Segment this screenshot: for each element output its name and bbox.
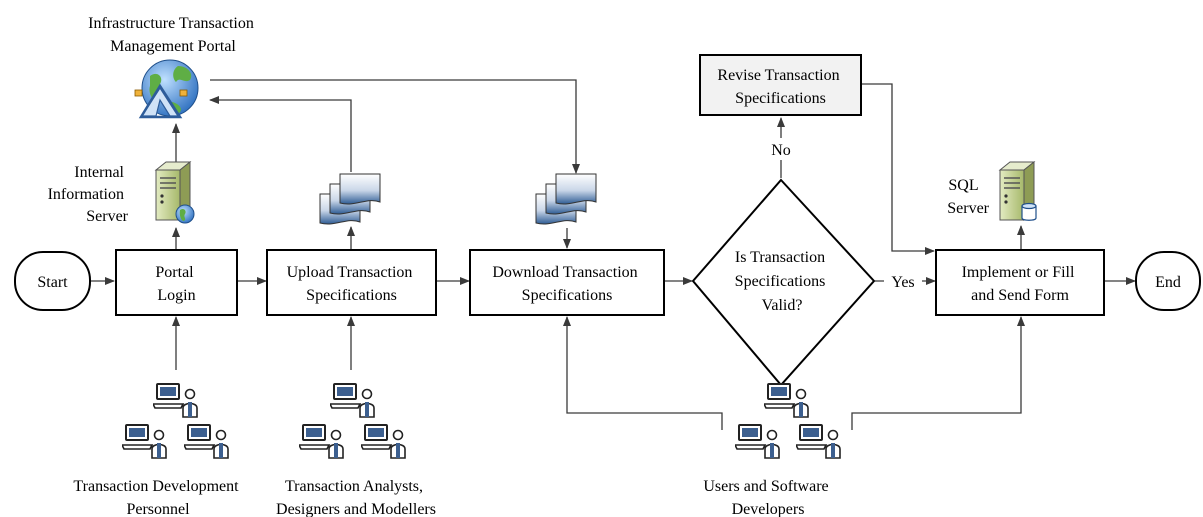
internal-server-label: Internal Information Server xyxy=(48,164,129,225)
sql-server-icon xyxy=(999,161,1037,221)
revise-box: Revise Transaction Specifications xyxy=(699,54,862,116)
connectors xyxy=(91,79,1136,430)
user-workstation-icon xyxy=(153,383,198,418)
svg-text:Download Transaction Spe: Download Transaction Specifications xyxy=(492,264,641,304)
edge-users-to-implement xyxy=(851,316,1025,430)
download-box: Download Transaction Specifications xyxy=(469,249,665,316)
download-line-2: Specifications xyxy=(522,287,613,304)
internal-server-icon xyxy=(155,161,195,224)
portal-login-box: Portal Login xyxy=(115,249,238,316)
dev-personnel-label: Transaction Development Personnel xyxy=(73,478,242,517)
svg-text:Upload Transaction Speci: Upload Transaction Specifications xyxy=(287,264,417,304)
user-workstation-icon xyxy=(764,383,809,418)
edge-portal-to-downloaddoc xyxy=(210,79,580,174)
start-label: Start xyxy=(37,274,68,291)
decision-diamond: Is Transaction Specifications Valid? xyxy=(691,178,876,387)
upload-box: Upload Transaction Specifications xyxy=(266,249,437,316)
portal-title: Infrastructure Transaction Management Po… xyxy=(88,15,258,55)
user-workstation-icon xyxy=(122,424,167,459)
yes-label-bg xyxy=(884,272,922,292)
users-developers-group xyxy=(735,383,841,459)
implement-box: Implement or Fill and Send Form xyxy=(935,249,1105,316)
svg-text:Implement or Fill and Se: Implement or Fill and Send Form xyxy=(962,264,1079,304)
end-label: End xyxy=(1155,274,1181,291)
no-edge-label: No xyxy=(771,142,791,159)
user-workstation-icon xyxy=(184,424,229,459)
upload-line-1: Upload Transaction xyxy=(287,264,413,281)
analysts-label: Transaction Analysts, Designers and Mode… xyxy=(276,478,436,517)
globe-portal-icon xyxy=(134,59,199,119)
decision-line-2: Specifications xyxy=(735,273,826,290)
svg-text:Revise Transaction Speci: Revise Transaction Specifications xyxy=(717,67,843,107)
yes-edge-label: Yes xyxy=(891,274,914,291)
svg-text:Is Transaction Specifica: Is Transaction Specifications Valid? xyxy=(735,249,830,314)
revise-line-1: Revise Transaction xyxy=(717,67,839,84)
download-line-1: Download Transaction xyxy=(492,264,637,281)
portal-login-line-1: Portal xyxy=(155,264,194,281)
upload-line-2: Specifications xyxy=(306,287,397,304)
implement-line-2: and Send Form xyxy=(971,287,1069,304)
user-workstation-icon xyxy=(299,424,344,459)
analysts-group xyxy=(299,383,406,459)
revise-line-2: Specifications xyxy=(735,90,826,107)
edge-doc-to-portal xyxy=(209,96,352,172)
users-developers-label: Users and Software Developers xyxy=(703,478,832,517)
download-document-stack-icon xyxy=(535,173,597,225)
user-workstation-icon xyxy=(361,424,406,459)
user-workstation-icon xyxy=(796,424,841,459)
user-workstation-icon xyxy=(735,424,780,459)
end-terminator: End xyxy=(1135,251,1201,311)
upload-document-stack-icon xyxy=(319,173,381,225)
implement-line-1: Implement or Fill xyxy=(962,264,1075,281)
no-label-bg xyxy=(765,138,797,160)
start-terminator: Start xyxy=(14,251,91,311)
edge-revise-to-implement xyxy=(862,83,935,255)
dev-personnel-group xyxy=(122,383,229,459)
decision-line-3: Valid? xyxy=(762,297,803,314)
svg-text:Portal Login: Portal Login xyxy=(155,264,197,304)
portal-login-line-2: Login xyxy=(157,287,195,304)
user-workstation-icon xyxy=(330,383,375,418)
edge-users-to-download xyxy=(563,316,723,430)
decision-line-1: Is Transaction xyxy=(735,249,825,266)
sql-server-label: SQL Server xyxy=(947,177,989,217)
